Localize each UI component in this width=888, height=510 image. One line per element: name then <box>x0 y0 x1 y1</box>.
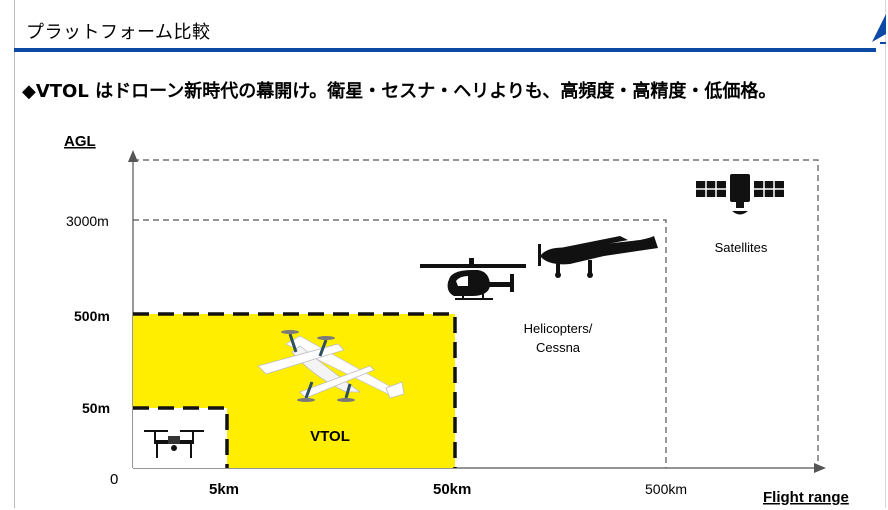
y-tick-label-500m: 500m <box>74 308 110 324</box>
cessna-label: Cessna <box>536 340 581 355</box>
company-logo <box>872 14 886 44</box>
satellites-label: Satellites <box>715 240 768 255</box>
x-tick-label-50km: 50km <box>433 481 471 498</box>
helicopters-label: Helicopters/ <box>524 321 593 336</box>
cessna-airplane-icon <box>538 236 658 278</box>
x-axis-arrow <box>814 463 826 473</box>
y-tick-label-3000m: 3000m <box>66 213 109 229</box>
x-axis-label: Flight range <box>763 489 849 506</box>
satellites-region <box>133 159 819 468</box>
vtol-aircraft-icon <box>257 330 405 402</box>
slide-subtitle: ◆VTOL はドローン新時代の幕開け。衛星・セスナ・ヘリよりも、高頻度・高精度・… <box>22 81 777 102</box>
satellite-icon <box>696 174 784 215</box>
y-tick-label-50m: 50m <box>82 400 110 416</box>
origin-label: 0 <box>110 471 118 488</box>
x-tick-label-500km: 500km <box>645 481 687 497</box>
title-underline <box>14 48 876 52</box>
slide-title: プラットフォーム比較 <box>26 22 211 43</box>
helicopters-cessna-region <box>133 219 667 468</box>
multicopter-drone-icon <box>144 430 204 458</box>
slide-frame <box>14 0 886 508</box>
y-axis-arrow <box>128 150 138 162</box>
y-axis-label: AGL <box>64 133 96 150</box>
vtol-region-border <box>133 312 457 468</box>
x-tick-label-5km: 5km <box>209 481 239 498</box>
multicopter-region-border <box>133 406 229 468</box>
helicopter-icon <box>420 258 526 300</box>
vtol-label: VTOL <box>310 428 350 445</box>
